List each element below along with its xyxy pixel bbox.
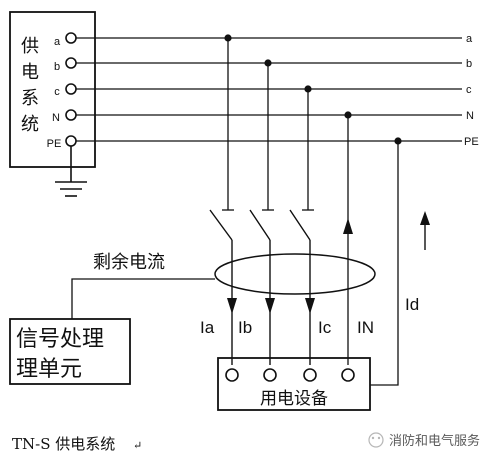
signal-unit-line2: 理单元 <box>16 357 82 382</box>
pe-drop <box>370 141 399 386</box>
supply-char-1: 供 <box>21 36 39 57</box>
supply-char-3: 系 <box>21 88 39 109</box>
equipment-terminal-c <box>303 368 317 382</box>
equipment-terminal-a <box>225 368 239 382</box>
current-label-ib: Ib <box>238 318 252 337</box>
bus-label-c: c <box>466 84 472 96</box>
terminal-b <box>65 57 77 69</box>
phase-drops <box>222 38 314 211</box>
equipment-label: 用电设备 <box>260 389 328 409</box>
bus-label-pe: PE <box>464 136 479 148</box>
equipment-box <box>217 357 371 411</box>
bus-label-b: b <box>466 58 472 70</box>
bus-label-n: N <box>466 110 474 122</box>
equipment-terminal-b <box>263 368 277 382</box>
diagram-caption: TN-S 供电系统 <box>12 435 115 453</box>
signal-unit-line1: 信号处理 <box>16 327 104 352</box>
residual-current-transformer <box>214 253 376 295</box>
terminal-c <box>65 83 77 95</box>
residual-current-label: 剩余电流 <box>93 252 165 273</box>
current-label-ic: Ic <box>318 318 332 337</box>
terminal-n <box>65 109 77 121</box>
paragraph-mark: ↵ <box>133 439 142 452</box>
phase-down-arrows <box>227 298 315 314</box>
neutral-pe-lines <box>347 115 399 386</box>
switch-blade-c <box>289 209 311 241</box>
bus-lines <box>76 37 462 142</box>
terminal-pe <box>65 135 77 147</box>
terminal-label-b: b <box>54 61 60 73</box>
terminal-label-c: c <box>54 86 60 98</box>
ground-symbol <box>55 146 87 197</box>
current-label-id: Id <box>405 295 419 314</box>
supply-char-4: 统 <box>21 114 39 135</box>
current-label-in: IN <box>357 318 374 337</box>
switch-blade-a <box>209 209 233 241</box>
terminal-a <box>65 32 77 44</box>
watermark: 消防和电气服务 <box>368 432 480 449</box>
current-label-ia: Ia <box>200 318 215 337</box>
neutral-up-arrow <box>343 218 353 234</box>
three-pole-switch <box>209 209 311 365</box>
supply-char-2: 电 <box>21 62 39 83</box>
signal-wire <box>71 278 215 319</box>
equipment-terminals <box>225 368 355 382</box>
bus-label-a: a <box>466 33 473 45</box>
equipment-terminal-n <box>341 368 355 382</box>
fault-current-arrow <box>420 211 430 250</box>
signal-processing-unit <box>9 318 131 385</box>
switch-blade-b <box>249 209 271 241</box>
watermark-text: 消防和电气服务 <box>389 433 480 449</box>
watermark-logo-icon <box>368 432 384 448</box>
terminal-label-a: a <box>54 36 61 48</box>
terminal-circles <box>65 32 77 147</box>
terminal-label-pe: PE <box>47 138 62 150</box>
terminal-label-n: N <box>52 112 60 124</box>
